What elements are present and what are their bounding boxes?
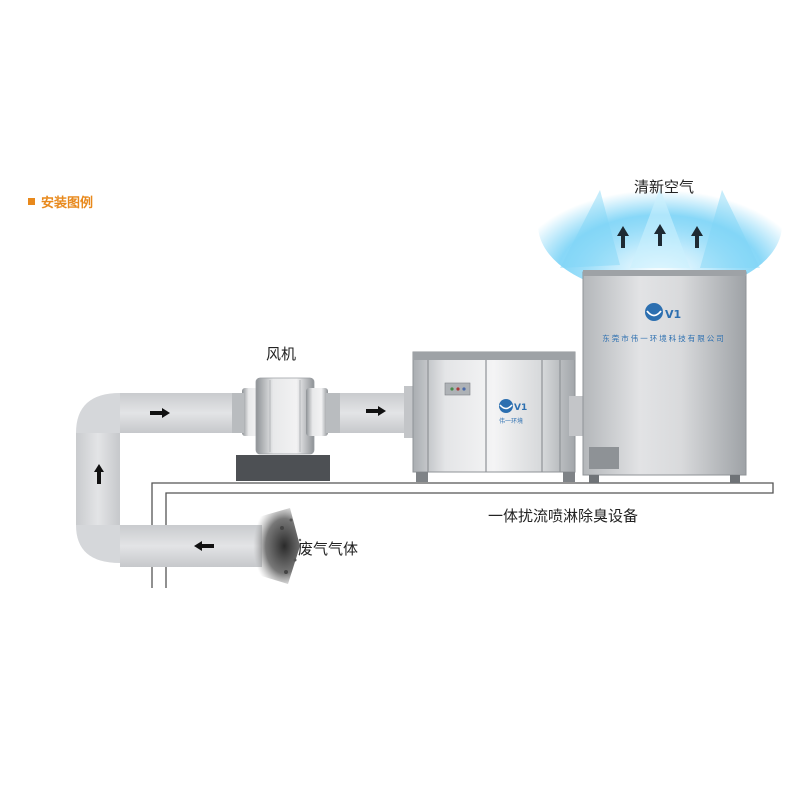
arrow-right-icon [150, 408, 170, 418]
airflow-arrows [94, 406, 386, 551]
logo-icon [499, 399, 513, 413]
wall-floor-outline [151, 482, 774, 588]
arrow-up-icon [691, 226, 703, 248]
waste-gas-label: 废气气体 [298, 540, 359, 558]
fan-label: 风机 [266, 345, 297, 363]
title-square-icon [28, 198, 35, 205]
arrow-left-icon [194, 541, 214, 551]
device-label: 一体扰流喷淋除臭设备 [488, 507, 639, 525]
unit-logo-caption: 伟一环境 [499, 417, 523, 425]
tower-nameplate [589, 447, 619, 469]
arrow-right-icon [366, 406, 386, 416]
company-name: 东莞市伟一环境科技有限公司 [602, 333, 726, 343]
section-title: 安装图例 [28, 192, 93, 211]
unit-logo: V1 伟一环境 [499, 399, 527, 425]
arrow-up-icon [617, 226, 629, 248]
unit-logo-text: V1 [514, 403, 527, 413]
deodorizer-tower: V1 东莞市伟一环境科技有限公司 [582, 270, 747, 483]
section-title-text: 安装图例 [41, 196, 94, 211]
tower-logo-icon [645, 303, 663, 321]
arrow-up-icon [94, 464, 104, 484]
tower-logo-text: V1 [665, 308, 681, 321]
clean-air-arrows [617, 224, 703, 248]
fan [232, 377, 340, 481]
spray-unit [404, 351, 585, 482]
arrow-up-icon [654, 224, 666, 246]
clean-air-label: 清新空气 [634, 178, 695, 196]
fan-base [236, 455, 330, 481]
waste-gas-smoke [248, 508, 302, 584]
duct-system [76, 393, 412, 567]
